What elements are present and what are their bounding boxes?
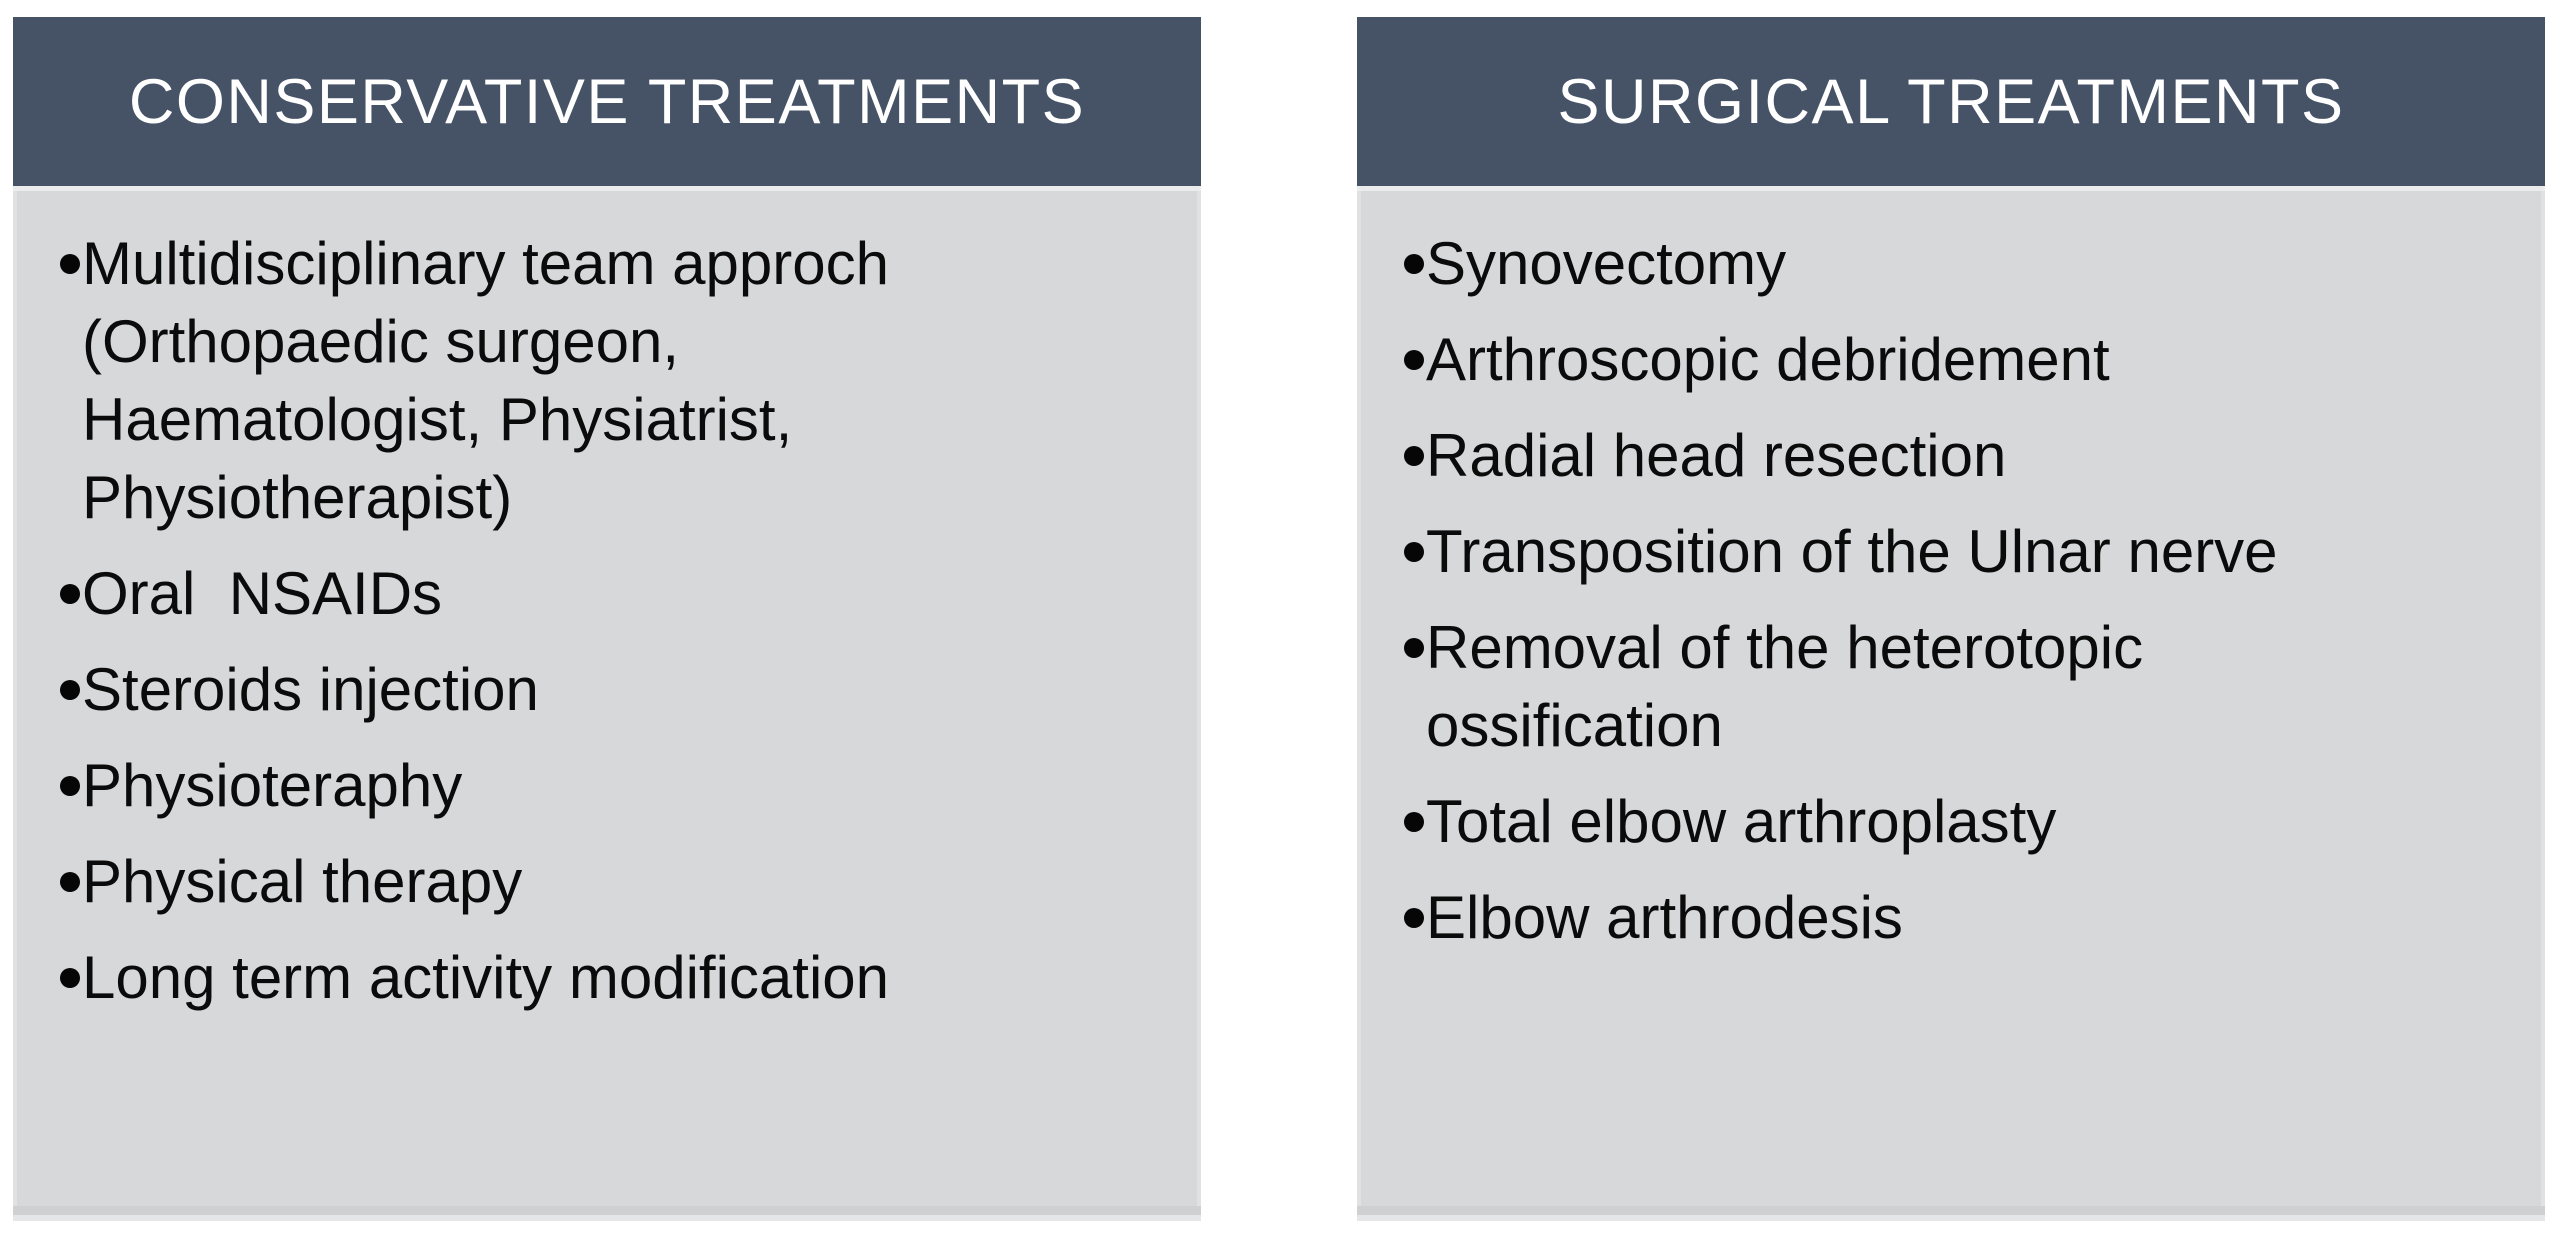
- bullet-icon: [1404, 446, 1424, 466]
- list-item-text: Transposition of the Ulnar nerve: [1426, 518, 2278, 585]
- bullet-icon: [1404, 350, 1424, 370]
- list-item-text: Physical therapy: [82, 848, 523, 915]
- list-item: Physical therapy: [60, 843, 1062, 921]
- bullet-icon: [60, 680, 80, 700]
- conservative-treatments-panel: CONSERVATIVE TREATMENTS Multidisciplinar…: [13, 17, 1201, 1221]
- surgical-treatments-panel: SURGICAL TREATMENTS Synovectomy Arthrosc…: [1357, 17, 2545, 1221]
- bullet-icon: [60, 872, 80, 892]
- list-item: Oral NSAIDs: [60, 555, 1062, 633]
- bullet-icon: [60, 776, 80, 796]
- panel-title: SURGICAL TREATMENTS: [1557, 66, 2345, 137]
- bullet-icon: [1404, 638, 1424, 658]
- list-item-text: Arthroscopic debridement: [1426, 326, 2110, 393]
- list-item-text: Total elbow arthroplasty: [1426, 788, 2057, 855]
- surgical-treatments-list: Synovectomy Arthroscopic debridement Rad…: [1357, 191, 2545, 957]
- bullet-icon: [1404, 812, 1424, 832]
- list-item-text: Physioteraphy: [82, 752, 463, 819]
- list-item-text: Oral NSAIDs: [82, 560, 443, 627]
- bullet-icon: [60, 968, 80, 988]
- list-item-text: Steroids injection: [82, 656, 539, 723]
- bullet-icon: [60, 584, 80, 604]
- list-item: Physioteraphy: [60, 747, 1062, 825]
- list-item: Total elbow arthroplasty: [1404, 783, 2406, 861]
- list-item: Transposition of the Ulnar nerve: [1404, 513, 2406, 591]
- list-item: Radial head resection: [1404, 417, 2406, 495]
- list-item: Synovectomy: [1404, 225, 2406, 303]
- list-item-text: Elbow arthrodesis: [1426, 884, 1903, 951]
- list-item: Multidisciplinary team approch (Orthopae…: [60, 225, 1062, 537]
- list-item: Steroids injection: [60, 651, 1062, 729]
- panel-title: CONSERVATIVE TREATMENTS: [128, 66, 1086, 137]
- bullet-icon: [1404, 254, 1424, 274]
- bullet-icon: [1404, 542, 1424, 562]
- surgical-treatments-header: SURGICAL TREATMENTS: [1357, 17, 2545, 186]
- list-item: Arthroscopic debridement: [1404, 321, 2406, 399]
- list-item-text: Synovectomy: [1426, 230, 1787, 297]
- bullet-icon: [60, 254, 80, 274]
- list-item-text: Removal of the heterotopic ossification: [1426, 614, 2160, 759]
- list-item-text: Multidisciplinary team approch (Orthopae…: [82, 230, 906, 531]
- list-item: Removal of the heterotopic ossification: [1404, 609, 2406, 765]
- surgical-treatments-body: Synovectomy Arthroscopic debridement Rad…: [1357, 186, 2545, 1221]
- bullet-icon: [1404, 908, 1424, 928]
- list-item: Long term activity modification: [60, 939, 1062, 1017]
- conservative-treatments-header: CONSERVATIVE TREATMENTS: [13, 17, 1201, 186]
- list-item-text: Long term activity modification: [82, 944, 890, 1011]
- list-item-text: Radial head resection: [1426, 422, 2007, 489]
- conservative-treatments-body: Multidisciplinary team approch (Orthopae…: [13, 186, 1201, 1221]
- conservative-treatments-list: Multidisciplinary team approch (Orthopae…: [13, 191, 1201, 1017]
- list-item: Elbow arthrodesis: [1404, 879, 2406, 957]
